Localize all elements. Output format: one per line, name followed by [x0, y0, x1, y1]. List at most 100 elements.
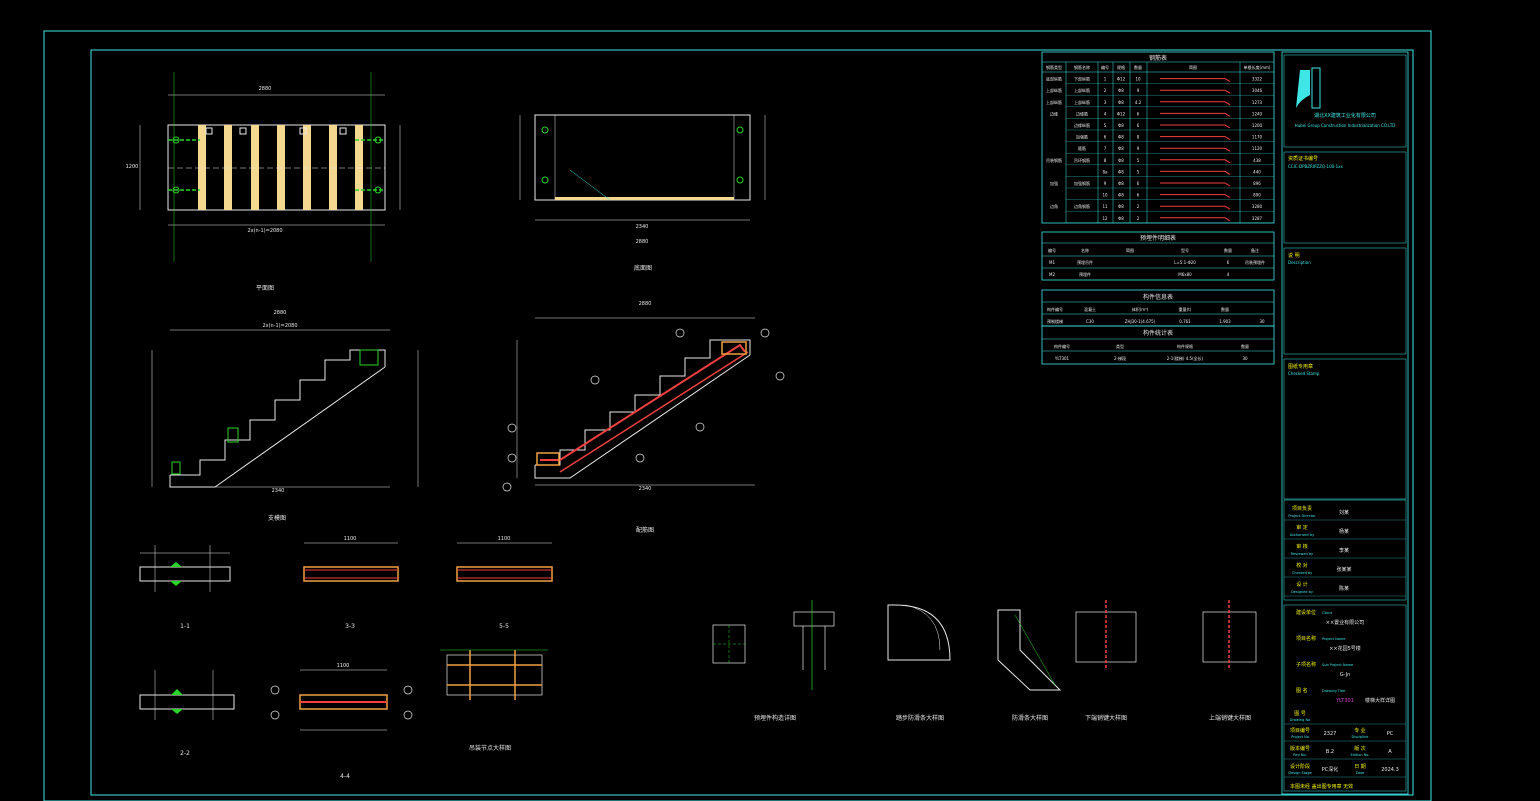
bottom-dim-total: 2880 [636, 239, 649, 245]
rebar-shape-sketch [1160, 89, 1231, 94]
s44-title: 4-4 [340, 773, 350, 780]
rebar-header-cell: 钢筋名称 [1074, 64, 1090, 70]
detail1-title: 预埋件构造详图 [754, 714, 796, 722]
info-header-cell: 体积(m³) [1132, 306, 1149, 312]
field-value: 2327 [1324, 731, 1337, 737]
rebar-cell: 5 [1137, 158, 1140, 163]
rebar-shape-sketch [1160, 112, 1231, 117]
formwork-dim-total: 2880 [274, 310, 287, 316]
rebar-cell: Φ8 [1118, 193, 1124, 198]
plan-dim-width: 1200 [126, 164, 139, 170]
rebar-cell: Φ8 [1118, 204, 1124, 209]
info-header-cell: 混凝土 [1084, 306, 1096, 312]
embed-cell: 预埋件 [1079, 271, 1091, 277]
s55-dim-width: 1100 [498, 536, 511, 542]
role-label-en: Designed by [1291, 590, 1313, 594]
plan-view: 2880 2x(n-1)=2080 1200 平面图 [126, 72, 401, 292]
rebar-cell: 3280 [1252, 204, 1263, 209]
detail-strip: 防滑条大样图 [997, 609, 1062, 722]
reinforcement-view: 2880 2340 配筋图 [502, 301, 785, 534]
rebar-cell: 底部纵筋 [1046, 76, 1062, 82]
sub-value: G-Jn [1340, 672, 1351, 678]
rebar-cell: Φ8 [1118, 158, 1124, 163]
field-label: 版本编号 [1290, 745, 1310, 752]
rebar-cell: 边缘 [1050, 110, 1058, 116]
rebar-cell: 3046 [1252, 88, 1263, 93]
field-value: A [1388, 749, 1392, 755]
s11-title: 1-1 [180, 623, 190, 630]
rebar-cell: 3287 [1252, 216, 1263, 221]
role-label-en: Checked by [1292, 571, 1312, 575]
formwork-view: 2880 2x(n-1)=2080 2340 支模图 [151, 310, 419, 522]
rebar-cell: 2 [1137, 216, 1140, 221]
rebar-cell: 8 [1137, 135, 1140, 140]
role-label-en: Authorized by [1290, 533, 1314, 537]
field-label-en: Date [1356, 771, 1364, 775]
rebar-cell: 上部纵筋 [1046, 99, 1062, 105]
rebar-cell: Φ8 [1118, 135, 1124, 140]
rebar-cell: Φ8 [1118, 123, 1124, 128]
role-name: 杨某 [1339, 528, 1349, 535]
rebar-cell: 9 [1137, 146, 1140, 151]
reinf-dim-span: 2340 [639, 486, 652, 492]
memo-en: Description [1288, 260, 1311, 265]
rebar-cell: 边缘纵筋 [1074, 122, 1090, 128]
rebar-shape-sketch [1160, 136, 1231, 141]
field-label: 版 次 [1354, 745, 1366, 752]
embed-header-cell: 备注 [1251, 247, 1259, 253]
bottom-view: 2340 2880 底面图 [519, 114, 766, 272]
rebar-cell: Φ12 [1117, 77, 1126, 82]
rebar-shape-sketch [1160, 205, 1231, 210]
memo-label: 说 明 [1288, 252, 1300, 259]
project-value: ××花园5号楼 [1329, 645, 1361, 652]
reinf-view-title: 配筋图 [636, 526, 654, 534]
section-1-1: 1-1 [139, 545, 231, 630]
drawing-label: 图 名 [1296, 687, 1308, 694]
rebar-cell: 10 [1102, 193, 1108, 198]
rebar-cell: 4 [1104, 111, 1107, 116]
detail5-title: 上端销键大样图 [1209, 714, 1251, 722]
title-block: 湖北XX建筑工业化有限公司 Hubei Group Construction I… [1281, 51, 1409, 795]
rebar-cell: 9 [1104, 181, 1107, 186]
rebar-cell: 5 [1137, 169, 1140, 174]
s55-title: 5-5 [499, 623, 509, 630]
rebar-shape-sketch [1160, 78, 1231, 83]
project-label: 项目名称 [1296, 635, 1316, 642]
plan-dim-total: 2880 [259, 86, 272, 92]
rebar-cell: 10 [1135, 77, 1141, 82]
embed-header-cell: 名称 [1081, 247, 1089, 253]
rebar-header-cell: 规格 [1117, 64, 1125, 70]
embed-cell: 6 [1227, 260, 1230, 265]
info2-header-cell: 构件编号 [1054, 343, 1070, 349]
role-label: 设 计 [1296, 581, 1308, 588]
rebar-cell: 8 [1104, 158, 1107, 163]
detail4-title: 下端销键大样图 [1085, 714, 1127, 722]
rebar-cell: 1120 [1252, 146, 1263, 151]
section-4-4: 1100 4-4 [270, 663, 413, 780]
embed-cell: M1 [1049, 260, 1055, 265]
field-label-en: Design Stage [1288, 771, 1311, 775]
s33-dim-width: 1100 [344, 536, 357, 542]
info2-cell: YLT301 [1054, 356, 1070, 361]
detail2-title: 踏步防滑条大样图 [896, 714, 944, 722]
rebar-cell: 2 [1137, 204, 1140, 209]
bottom-view-title: 底面图 [634, 264, 652, 272]
rebar-cell: 上部纵筋 [1074, 87, 1090, 93]
role-label-en: Reviewed by [1291, 552, 1313, 556]
rebar-cell: 6 [1137, 193, 1140, 198]
detail3-title: 防滑条大样图 [1012, 714, 1048, 722]
rebar-shape-sketch [1160, 159, 1231, 164]
embed-cell: L=5:1-Φ20 [1174, 260, 1196, 265]
role-label: 项目负责 [1292, 505, 1312, 512]
rebar-cell: Φ8 [1118, 169, 1124, 174]
s33-title: 3-3 [345, 623, 355, 630]
outer-frame [43, 30, 1432, 801]
role-label: 审 核 [1296, 543, 1308, 550]
rebar-cell: 边角 [1050, 203, 1058, 209]
field-label-en: Drawing No [1290, 718, 1310, 722]
